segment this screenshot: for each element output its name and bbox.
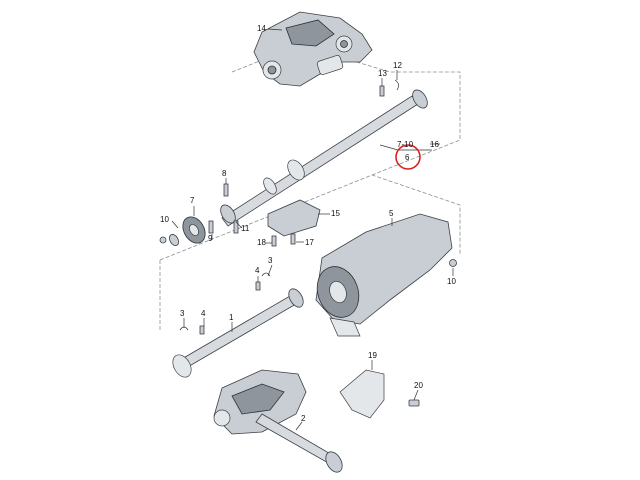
bolt-9 (208, 220, 214, 234)
rear-differential-output (316, 55, 344, 75)
front-propshaft (172, 272, 304, 378)
label-5: 5 (389, 209, 394, 218)
label-9: 9 (208, 234, 213, 243)
label-12: 12 (393, 61, 402, 70)
rear-differential-cover (285, 19, 335, 47)
heat-shield (339, 369, 385, 419)
leader-20 (413, 389, 419, 401)
highlight-circle (395, 144, 421, 170)
label-3-upper: 3 (268, 256, 273, 265)
leader-14 (267, 28, 283, 31)
label-10a: 10 (160, 215, 169, 224)
transmission-input (329, 280, 347, 304)
bolt-4-upper (255, 281, 261, 291)
label-7-10: 7-10 (397, 140, 414, 149)
leader-3-upper (267, 264, 273, 277)
leader-2 (295, 421, 303, 431)
label-13: 13 (378, 69, 387, 78)
label-19: 19 (368, 351, 377, 360)
rear-differential-side-hub (267, 65, 277, 75)
label-4-upper: 4 (255, 266, 260, 275)
rear-differential (253, 11, 373, 87)
label-15: 15 (331, 209, 340, 218)
rear-propshaft-flange (412, 89, 428, 109)
fasteners (159, 79, 457, 407)
label-8: 8 (222, 169, 227, 178)
front-differential (213, 369, 343, 473)
nut-10a (159, 236, 167, 244)
label-6: 6 (405, 153, 410, 162)
heat-shield-plate (339, 369, 385, 419)
label-3-lower: 3 (180, 309, 185, 318)
label-2: 2 (301, 414, 306, 423)
label-20: 20 (414, 381, 423, 390)
front-propshaft-tube (179, 295, 297, 369)
bolt-17 (290, 233, 296, 245)
bolt-11 (233, 220, 239, 234)
label-18: 18 (257, 238, 266, 247)
bolt-8 (223, 183, 229, 197)
nut-10b (449, 259, 457, 267)
label-11: 11 (241, 224, 250, 233)
frame-rear-shaft (159, 174, 461, 261)
label-16: 16 (430, 140, 439, 149)
rear-propshaft-joint (263, 177, 277, 195)
bracket-plate (267, 199, 321, 237)
front-propshaft-rear-flange (288, 288, 304, 308)
front-differential-axle (255, 413, 335, 465)
circlip-3-upper (261, 272, 271, 277)
rear-propshaft (220, 89, 428, 227)
rear-propshaft-front-flange (220, 204, 236, 224)
flex-coupling (169, 216, 206, 246)
rear-propshaft-center-bearing (287, 159, 305, 181)
bolt-20 (408, 399, 420, 407)
label-17: 17 (305, 238, 314, 247)
assembly-frames (159, 44, 461, 330)
bolt-4-lower (199, 325, 205, 335)
label-14: 14 (257, 24, 266, 33)
front-differential-axle-flange (325, 451, 343, 473)
bolt-13 (379, 85, 385, 97)
front-differential-cover (231, 383, 285, 415)
flex-coupling-center (189, 224, 199, 236)
flex-coupling-washer (169, 234, 179, 246)
front-propshaft-front-joint (172, 354, 192, 378)
transmission-mount (329, 317, 361, 337)
transmission (315, 213, 453, 337)
leader-10a (171, 220, 179, 229)
rear-propshaft-tube (221, 95, 419, 227)
label-10b: 10 (447, 277, 456, 286)
center-bearing-bracket (267, 199, 321, 247)
part-labels: 14 13 12 7-10 6 16 8 7 10 9 11 15 17 18 … (160, 24, 456, 423)
circlip-12 (394, 79, 399, 91)
label-7: 7 (190, 196, 195, 205)
label-4-lower: 4 (201, 309, 206, 318)
rear-differential-flange-center (340, 40, 348, 48)
leader-11 (235, 221, 243, 229)
front-differential-side-flange (213, 409, 231, 427)
label-1: 1 (229, 313, 234, 322)
bolt-18 (271, 235, 277, 247)
